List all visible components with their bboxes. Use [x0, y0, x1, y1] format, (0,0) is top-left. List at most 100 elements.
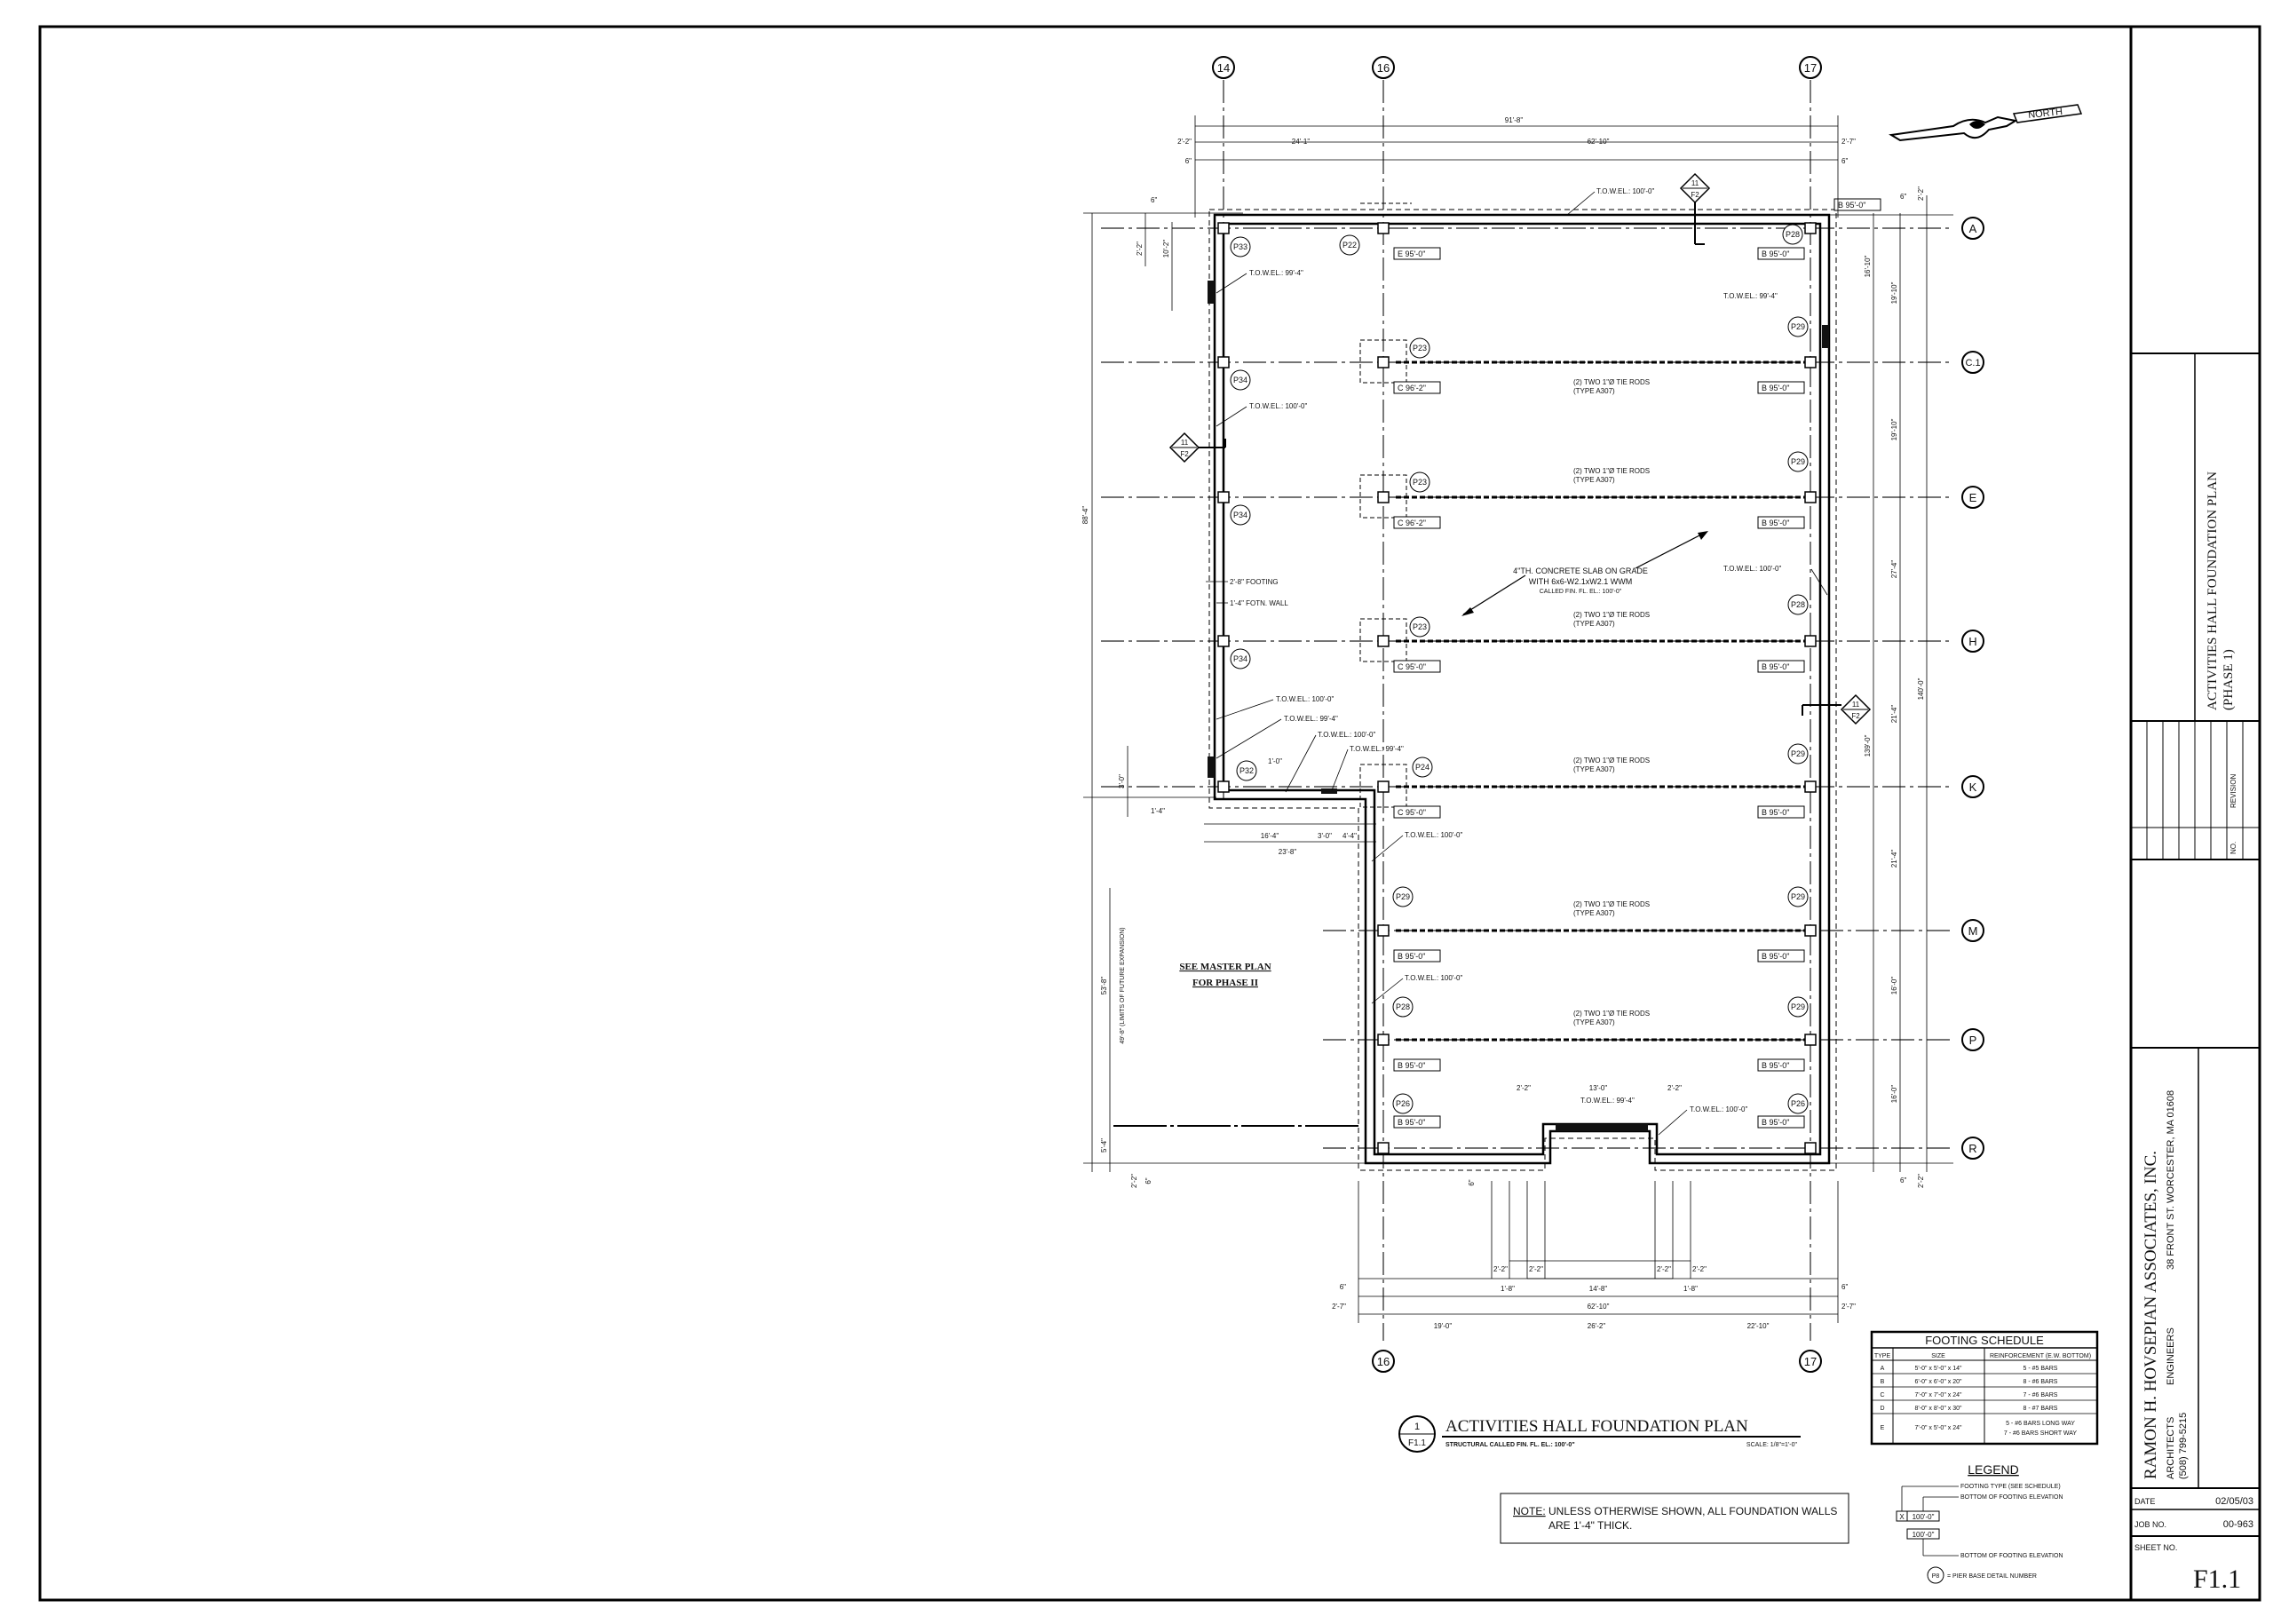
tie-rod-type: (TYPE A307): [1573, 387, 1615, 395]
grid-label: 14: [1217, 61, 1230, 75]
grid-label: 16: [1377, 61, 1390, 75]
plan-scale: SCALE: 1/8"=1'-0": [1746, 1442, 1798, 1448]
grid-label: H: [1968, 635, 1976, 648]
slab-note-line: 4"TH. CONCRETE SLAB ON GRADE: [1513, 566, 1648, 575]
legend-text: BOTTOM OF FOOTING ELEVATION: [1960, 1494, 2063, 1501]
dim: 140'-0": [1917, 677, 1925, 700]
schedule-cell: 6'-0" x 6'-0" x 20": [1915, 1379, 1962, 1385]
pier-tag: P34: [1233, 654, 1247, 663]
footing-tag: B 95'-0": [1762, 519, 1789, 527]
tow-label: T.O.W.EL.: 99'-4": [1284, 715, 1338, 723]
footing-tag: C 96'-2": [1398, 519, 1426, 527]
pier-tag: P23: [1413, 478, 1427, 487]
dim: 16'-0": [1890, 977, 1898, 995]
schedule-cell: D: [1880, 1406, 1884, 1412]
dim: 27'-4": [1890, 560, 1898, 579]
sheet-label: SHEET NO.: [2134, 1543, 2177, 1552]
dim: 23'-8": [1279, 848, 1297, 856]
grid-label: 16: [1377, 1355, 1390, 1368]
plan-subtitle: STRUCTURAL CALLED FIN. FL. EL.: 100'-0": [1445, 1442, 1575, 1448]
footing-note: 2'-8" FOOTING: [1230, 578, 1279, 586]
pier-tag: P34: [1233, 511, 1247, 519]
tow-label: T.O.W.EL.: 100'-0": [1596, 187, 1654, 195]
footing-tag: B 95'-0": [1762, 808, 1789, 817]
dim: 6": [1151, 196, 1157, 204]
no-label: NO.: [2229, 842, 2237, 854]
grid-bubble-row-H: H: [1961, 630, 1984, 653]
dim: 26'-2": [1588, 1322, 1606, 1330]
note-text: ARE 1'-4" THICK.: [1548, 1519, 1632, 1532]
dim: 139'-0": [1864, 734, 1872, 757]
tow-label: T.O.W.EL.: 100'-0": [1405, 974, 1462, 982]
sheet-border: [38, 25, 2261, 1602]
dim: 1'-4": [1151, 807, 1165, 815]
footing-schedule: FOOTING SCHEDULE TYPE SIZE REINFORCEMENT…: [1870, 1330, 2099, 1446]
dim: 2'-7": [1841, 138, 1856, 146]
tie-rod-type: (TYPE A307): [1573, 1018, 1615, 1026]
pier-tag: P32: [1239, 766, 1254, 775]
pier-tag: P33: [1233, 242, 1247, 251]
firm-phone: (508) 799-5215: [2178, 1413, 2189, 1479]
pier-tag: P22: [1342, 241, 1357, 250]
pier-tag: P28: [1791, 600, 1805, 609]
pier-tag: P29: [1791, 457, 1805, 466]
tow-label: T.O.W.EL.: 100'-0": [1723, 565, 1781, 573]
tie-rod-note: (2) TWO 1"Ø TIE RODS: [1573, 378, 1650, 386]
dim: 6": [1900, 1176, 1906, 1184]
section-mark-top: 11 F2: [1679, 172, 1711, 245]
dim: 2'-2": [1177, 138, 1192, 146]
footing-tags: E 95'-0" B 95'-0" B 95'-0" C 96'-2" B 95…: [1393, 198, 1881, 1129]
legend-text: BOTTOM OF FOOTING ELEVATION: [1960, 1553, 2063, 1559]
tie-rod-note: (2) TWO 1"Ø TIE RODS: [1573, 467, 1650, 475]
grid-bubble-row-A: A: [1961, 217, 1984, 240]
schedule-cell: E: [1881, 1425, 1885, 1431]
dim: 88'-4": [1081, 506, 1089, 525]
grid-label: P: [1969, 1034, 1977, 1047]
wall-openings: [1208, 281, 1829, 1131]
dim: 21'-4": [1890, 850, 1898, 868]
schedule-cell: C: [1880, 1392, 1884, 1398]
pier-squares: [1217, 222, 1817, 1154]
grid-bubble-row-M: M: [1961, 919, 1984, 942]
date-label: DATE: [2134, 1497, 2155, 1506]
footing-tag: B 95'-0": [1838, 201, 1865, 210]
dim: 2'-2": [1517, 1084, 1531, 1092]
pier-tag: P29: [1791, 749, 1805, 758]
tie-rod-notes: (2) TWO 1"Ø TIE RODS(TYPE A307) (2) TWO …: [1573, 378, 1650, 1026]
schedule-title: FOOTING SCHEDULE: [1925, 1334, 2044, 1347]
tie-rod-type: (TYPE A307): [1573, 620, 1615, 628]
dim: 6": [1841, 1283, 1848, 1291]
schedule-cell: 7 - #6 BARS SHORT WAY: [2004, 1430, 2078, 1437]
grid-label: R: [1968, 1142, 1976, 1155]
firm-architects: ARCHITECTS: [2166, 1417, 2176, 1479]
master-note-line: FOR PHASE II: [1192, 978, 1258, 988]
master-plan-note: SEE MASTER PLAN FOR PHASE II: [1179, 962, 1271, 988]
dim: 53'-8": [1100, 977, 1108, 995]
schedule-cell: 8 - #6 BARS: [2024, 1379, 2058, 1385]
slab-note-line: WITH 6x6-W2.1xW2.1 WWM: [1529, 577, 1633, 586]
dim: 2'-2": [1130, 1174, 1138, 1188]
sheet-number: F1.1: [2193, 1565, 2241, 1594]
north-label: NORTH: [2028, 107, 2063, 121]
slab-note: 4"TH. CONCRETE SLAB ON GRADE WITH 6x6-W2…: [1461, 531, 1708, 616]
dim: 2'-2": [1136, 242, 1144, 256]
schedule-cell: 7 - #6 BARS: [2024, 1392, 2058, 1398]
pier-tag: P23: [1413, 344, 1427, 353]
slab-note-line: CALLED FIN. FL. EL.: 100'-0": [1540, 589, 1622, 595]
footing-tag: B 95'-0": [1762, 952, 1789, 961]
drawing-title: 1 F1.1 ACTIVITIES HALL FOUNDATION PLAN S…: [1398, 1415, 1801, 1453]
tow-label: T.O.W.EL.: 100'-0": [1249, 402, 1307, 410]
grid-label: A: [1969, 222, 1977, 235]
footing-tag: B 95'-0": [1762, 662, 1789, 671]
wall-notes: 2'-8" FOOTING 1'-4" FOTN. WALL: [1206, 578, 1288, 607]
schedule-cell: 8'-0" x 8'-0" x 30": [1915, 1406, 1962, 1412]
grid-bubble-row-C1: C.1: [1961, 351, 1984, 374]
tie-rod-note: (2) TWO 1"Ø TIE RODS: [1573, 757, 1650, 764]
section-num: 11: [1691, 179, 1699, 187]
pier-tag: P34: [1233, 376, 1247, 384]
footing-tag: B 95'-0": [1762, 1118, 1789, 1127]
grid-label: C.1: [1965, 358, 1980, 368]
dimensions: [1083, 115, 1953, 1323]
grid-label: K: [1969, 780, 1977, 794]
tie-rod-note: (2) TWO 1"Ø TIE RODS: [1573, 1010, 1650, 1018]
